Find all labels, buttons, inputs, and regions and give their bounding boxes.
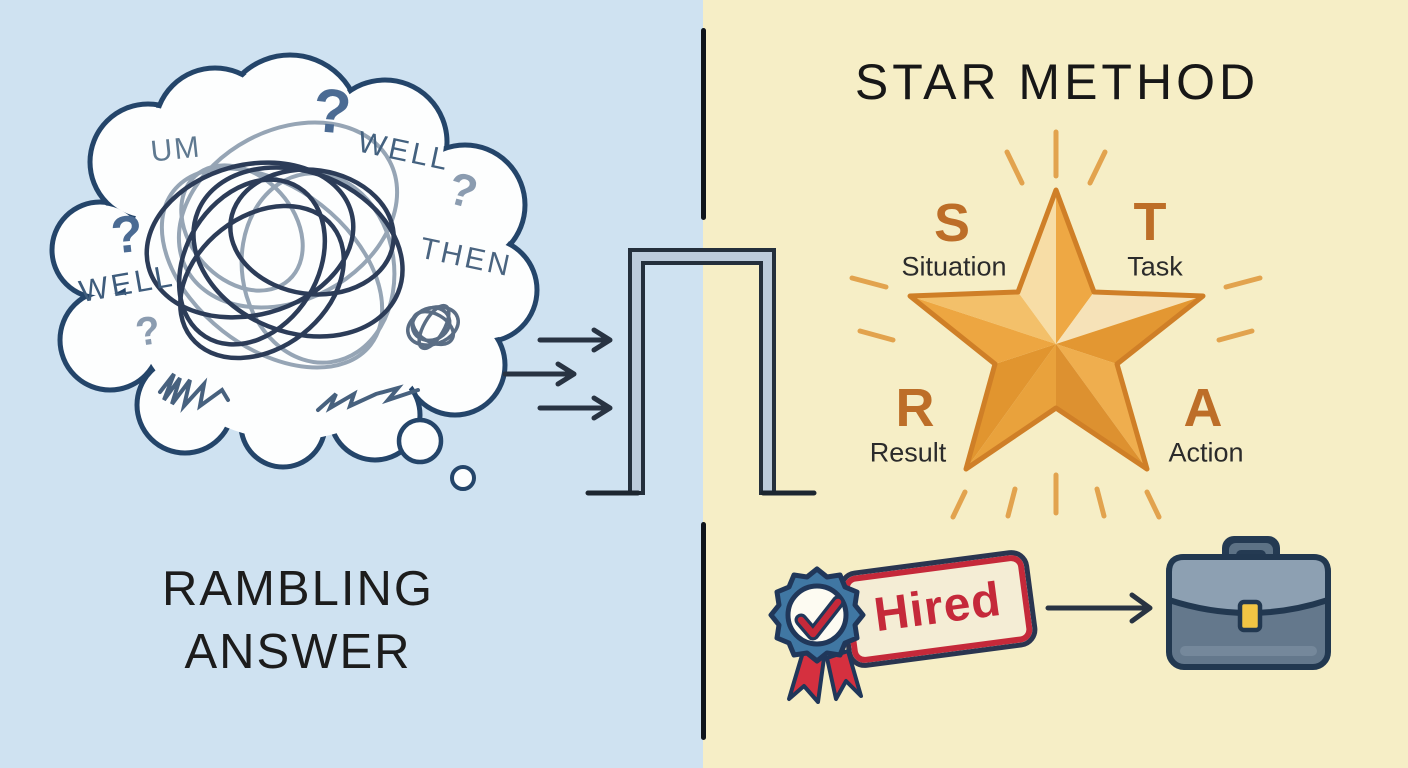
- star-label-result: Result: [869, 437, 947, 468]
- star-method-title: STAR METHOD: [854, 54, 1260, 110]
- scribble-tangle: [144, 120, 460, 414]
- doorway-frame-icon: [585, 248, 817, 496]
- thought-bubble-small: [450, 465, 476, 491]
- caption-line-2: ANSWER: [184, 624, 412, 679]
- caption-line-1: RAMBLING: [162, 562, 434, 616]
- scribble-knot: [406, 303, 460, 351]
- thought-bubble-large: [396, 417, 444, 465]
- scribble-signature-left: [158, 372, 230, 414]
- scribble-signature-right: [316, 384, 420, 413]
- star-letter-a: A: [1183, 378, 1223, 438]
- panel-divider: [701, 28, 706, 740]
- hired-to-briefcase-arrow-icon: [1045, 592, 1153, 624]
- award-ribbon-icon: [768, 566, 866, 704]
- checkmark-icon: [794, 595, 845, 641]
- star-label-action: Action: [1168, 437, 1244, 468]
- star-letter-t: T: [1133, 192, 1167, 252]
- right-arrow-icon: [502, 327, 613, 421]
- briefcase-clasp: [1237, 599, 1263, 633]
- star-label-situation: Situation: [901, 251, 1007, 282]
- star-letter-r: R: [895, 378, 935, 438]
- briefcase-icon: [1166, 536, 1331, 670]
- star-icon: [907, 187, 1206, 472]
- rambling-answer-caption: RAMBLING ANSWER: [98, 558, 498, 683]
- star-rays: [849, 129, 1263, 520]
- star-letter-s: S: [933, 193, 971, 253]
- thought-cloud-icon: [49, 52, 540, 491]
- star-label-task: Task: [1127, 251, 1183, 282]
